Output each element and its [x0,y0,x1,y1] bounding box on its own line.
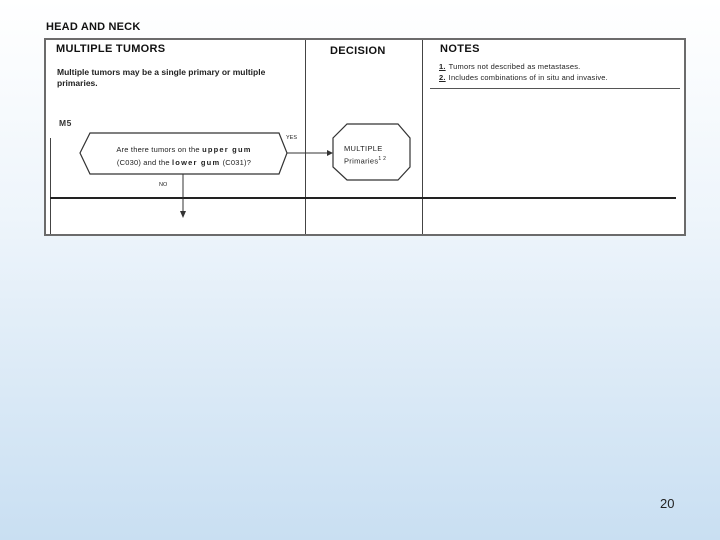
page-number: 20 [660,496,675,511]
note-item: 2.Includes combinations of in situ and i… [439,72,679,83]
question-lower: lower gum [172,158,221,167]
question-text: Are there tumors on the upper gum (C030)… [86,143,282,169]
page-header: HEAD AND NECK [46,21,141,33]
decision-line2: Primaries [344,156,379,166]
question-code2: (C031)? [220,158,252,167]
no-label: NO [159,182,168,188]
note-number: 1. [439,62,446,71]
no-arrowhead [180,211,186,218]
section-description: Multiple tumors may be a single primary … [57,67,266,88]
decision-superscript: 1 2 [378,156,387,162]
notes-left-rule [50,138,51,234]
decision-line1: MULTIPLE [344,144,383,153]
question-code1: (C030) and the [116,158,173,167]
note-item: 1.Tumors not described as metastases. [439,61,679,72]
row-divider [50,197,676,199]
yes-label: YES [286,135,298,141]
question-shape [79,132,288,175]
decision-text: MULTIPLE Primaries1 2 [336,143,416,167]
column-divider-notes [422,40,423,234]
notes-underline [430,88,680,89]
note-text: Includes combinations of in situ and inv… [448,73,608,82]
decision-octagon [332,123,411,181]
notes-list: 1.Tumors not described as metastases. 2.… [439,61,679,83]
yes-arrowhead [327,150,333,156]
decision-line2-wrap: Primaries1 2 [344,154,416,167]
question-lead: Are there tumors on the [116,145,203,154]
notes-heading: NOTES [440,43,480,55]
note-number: 2. [439,73,446,82]
column-divider-decision [305,40,306,234]
section-title: MULTIPLE TUMORS [56,43,166,55]
rule-id: M5 [59,118,72,128]
note-text: Tumors not described as metastases. [448,62,581,71]
decision-heading: DECISION [330,45,386,57]
question-upper: upper gum [202,145,252,154]
